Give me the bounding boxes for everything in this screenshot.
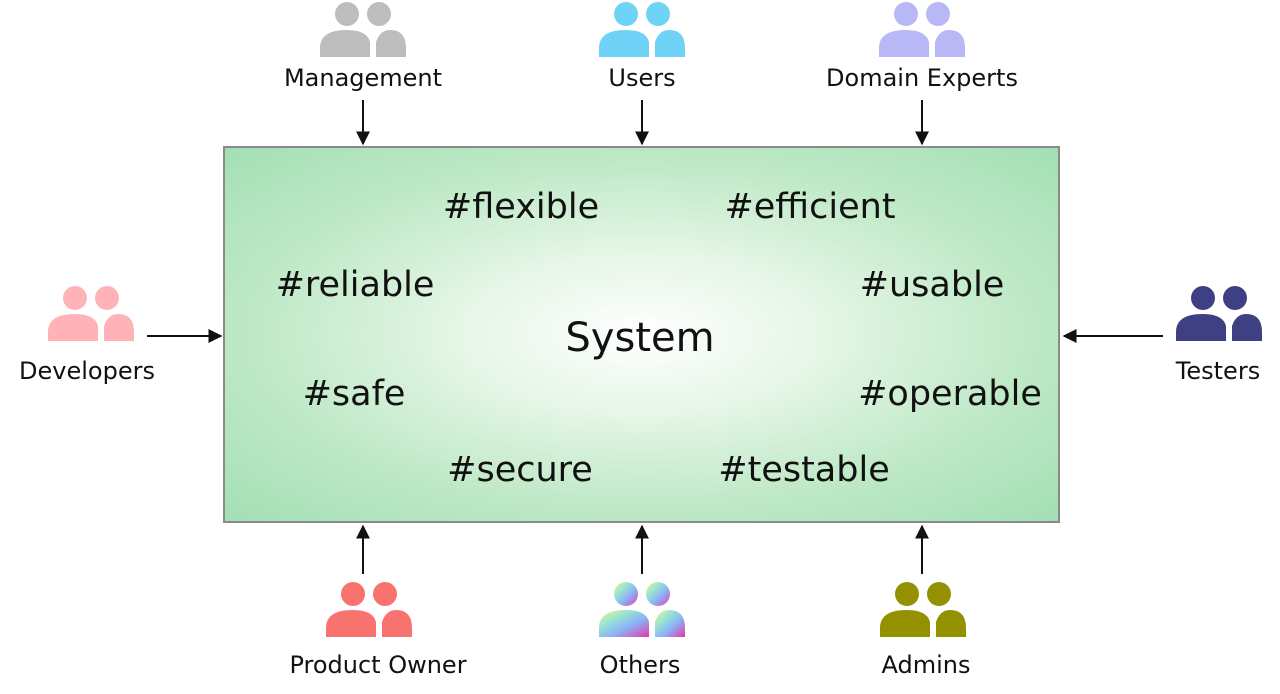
actor-admins-label: Admins	[881, 651, 971, 679]
tag-efficient: #efficient	[724, 187, 896, 227]
tag-safe: #safe	[302, 374, 406, 414]
system-label: System	[565, 315, 715, 361]
people-icon	[1176, 286, 1262, 341]
tag-usable: #usable	[859, 265, 1005, 305]
actor-developers-label: Developers	[19, 357, 155, 385]
people-icon	[48, 286, 134, 341]
system-box	[223, 146, 1060, 523]
people-icon	[326, 582, 412, 637]
tag-operable: #operable	[858, 374, 1042, 414]
actor-users-label: Users	[608, 64, 676, 92]
people-icon	[599, 2, 685, 57]
actor-domain-experts-label: Domain Experts	[826, 64, 1018, 92]
actor-testers-label: Testers	[1175, 357, 1261, 385]
people-icon	[880, 582, 966, 637]
actor-management-label: Management	[283, 64, 443, 92]
actor-others-label: Others	[599, 651, 681, 679]
people-icon	[320, 2, 406, 57]
tag-flexible: #flexible	[442, 187, 600, 227]
tag-testable: #testable	[718, 450, 890, 490]
tag-secure: #secure	[447, 450, 593, 490]
people-icon	[879, 2, 965, 57]
tag-reliable: #reliable	[275, 265, 435, 305]
actor-product-owner-label: Product Owner	[289, 651, 467, 679]
people-icon	[599, 582, 685, 637]
